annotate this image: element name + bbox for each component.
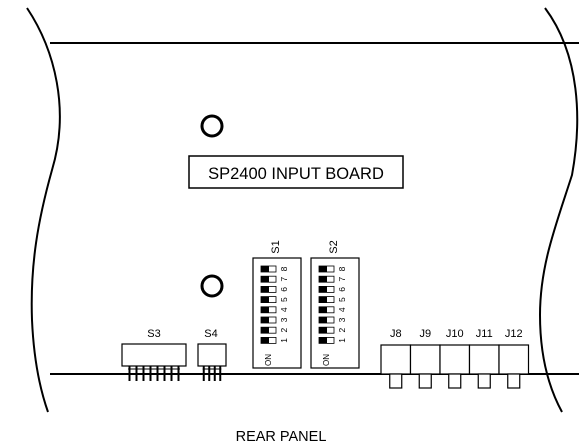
dip-actuator bbox=[319, 266, 327, 272]
dip-position-number: 4 bbox=[337, 307, 347, 312]
dip-actuator bbox=[261, 337, 269, 344]
jack-socket bbox=[477, 373, 491, 389]
dip-actuator bbox=[261, 317, 269, 323]
dip-position-number: 1 bbox=[279, 338, 289, 343]
dip-switch-s2-label: S2 bbox=[328, 240, 340, 253]
dip-switch-position: 5 bbox=[260, 296, 289, 303]
dip-switch-position: 1 bbox=[260, 337, 289, 344]
dip-switch-position: 2 bbox=[260, 326, 289, 334]
dip-actuator bbox=[261, 296, 269, 303]
dip-position-number: 8 bbox=[279, 266, 289, 271]
board-label-box bbox=[188, 155, 404, 189]
dip-switch-s1-label: S1 bbox=[270, 240, 282, 253]
header-s3-body bbox=[121, 343, 187, 367]
jack-body bbox=[380, 344, 412, 375]
dip-position-number: 3 bbox=[279, 317, 289, 322]
dip-actuator bbox=[261, 266, 269, 272]
dip-actuator bbox=[261, 276, 269, 283]
dip-on-label: ON bbox=[322, 354, 331, 366]
dip-switch-position: 6 bbox=[260, 285, 289, 293]
dip-position-number: 7 bbox=[337, 277, 347, 282]
dip-actuator bbox=[261, 327, 269, 334]
jack-socket bbox=[418, 373, 432, 389]
dip-switch-body bbox=[252, 257, 302, 369]
jack-j9: J9 bbox=[409, 328, 441, 389]
dip-position-number: 2 bbox=[279, 328, 289, 333]
dip-actuator bbox=[319, 306, 327, 313]
dip-actuator bbox=[319, 296, 327, 303]
header-s3-label: S3 bbox=[147, 328, 160, 340]
jack-connectors: J8 J9 J10 J11 J12 bbox=[380, 328, 530, 389]
dip-switch-position: 7 bbox=[318, 275, 347, 283]
mounting-hole-top bbox=[200, 114, 224, 138]
jack-j10: J10 bbox=[439, 328, 471, 389]
jack-j11: J11 bbox=[468, 328, 500, 389]
dip-actuator bbox=[261, 306, 269, 313]
dip-actuator bbox=[261, 286, 269, 293]
header-s4-pins bbox=[202, 366, 222, 381]
dip-actuator bbox=[319, 276, 327, 283]
dip-switch-position: 3 bbox=[318, 316, 347, 324]
dip-actuator bbox=[319, 327, 327, 334]
dip-switch-position: 1 bbox=[318, 337, 347, 344]
dip-switch-position: 6 bbox=[318, 285, 347, 293]
header-s3-pins bbox=[128, 366, 180, 381]
jack-body bbox=[439, 344, 471, 375]
dip-switch-position: 4 bbox=[318, 306, 347, 314]
jack-body bbox=[468, 344, 500, 375]
jack-socket bbox=[448, 373, 462, 389]
dip-switch-position: 7 bbox=[260, 275, 289, 283]
header-s4: S4 bbox=[197, 328, 227, 381]
dip-switch-s2: 1 2 3 4 5 6 7 8ON bbox=[310, 257, 360, 369]
jack-label: J10 bbox=[446, 328, 464, 340]
dip-position-number: 5 bbox=[279, 297, 289, 302]
dip-switch-position: 2 bbox=[318, 326, 347, 334]
jack-socket bbox=[507, 373, 521, 389]
left-break-line bbox=[26, 7, 61, 413]
dip-position-number: 5 bbox=[337, 297, 347, 302]
dip-switch-position: 3 bbox=[260, 316, 289, 324]
jack-label: J11 bbox=[476, 328, 493, 340]
dip-switch-body bbox=[310, 257, 360, 369]
dip-actuator bbox=[319, 337, 327, 344]
jack-j8: J8 bbox=[380, 328, 412, 389]
jack-body bbox=[409, 344, 441, 375]
header-s4-body bbox=[197, 343, 227, 367]
header-s4-label: S4 bbox=[204, 328, 217, 340]
dip-position-number: 3 bbox=[337, 317, 347, 322]
dip-position-number: 6 bbox=[337, 287, 347, 292]
dip-switch-position: 4 bbox=[260, 306, 289, 314]
dip-position-number: 7 bbox=[279, 277, 289, 282]
right-break-line bbox=[538, 7, 579, 413]
dip-position-number: 2 bbox=[337, 328, 347, 333]
dip-on-label: ON bbox=[264, 354, 273, 366]
dip-switch-position: 8 bbox=[318, 265, 347, 273]
board-label: SP2400 INPUT BOARD bbox=[188, 155, 404, 189]
dip-actuator bbox=[319, 286, 327, 293]
jack-label: J9 bbox=[419, 328, 431, 340]
jack-j12: J12 bbox=[498, 328, 530, 389]
dip-switch-position: 8 bbox=[260, 265, 289, 273]
dip-actuator bbox=[319, 317, 327, 323]
dip-position-number: 6 bbox=[279, 287, 289, 292]
dip-position-number: 1 bbox=[337, 338, 347, 343]
jack-label: J8 bbox=[390, 328, 402, 340]
jack-body bbox=[498, 344, 530, 375]
board-label-text: SP2400 INPUT BOARD bbox=[208, 165, 384, 183]
mounting-hole-bottom bbox=[200, 274, 224, 298]
dip-position-number: 4 bbox=[279, 307, 289, 312]
header-s3: S3 bbox=[121, 328, 187, 381]
rear-panel-label: REAR PANEL bbox=[236, 429, 327, 445]
jack-socket bbox=[389, 373, 403, 389]
jack-label: J12 bbox=[505, 328, 523, 340]
dip-position-number: 8 bbox=[337, 266, 347, 271]
dip-switch-position: 5 bbox=[318, 296, 347, 303]
